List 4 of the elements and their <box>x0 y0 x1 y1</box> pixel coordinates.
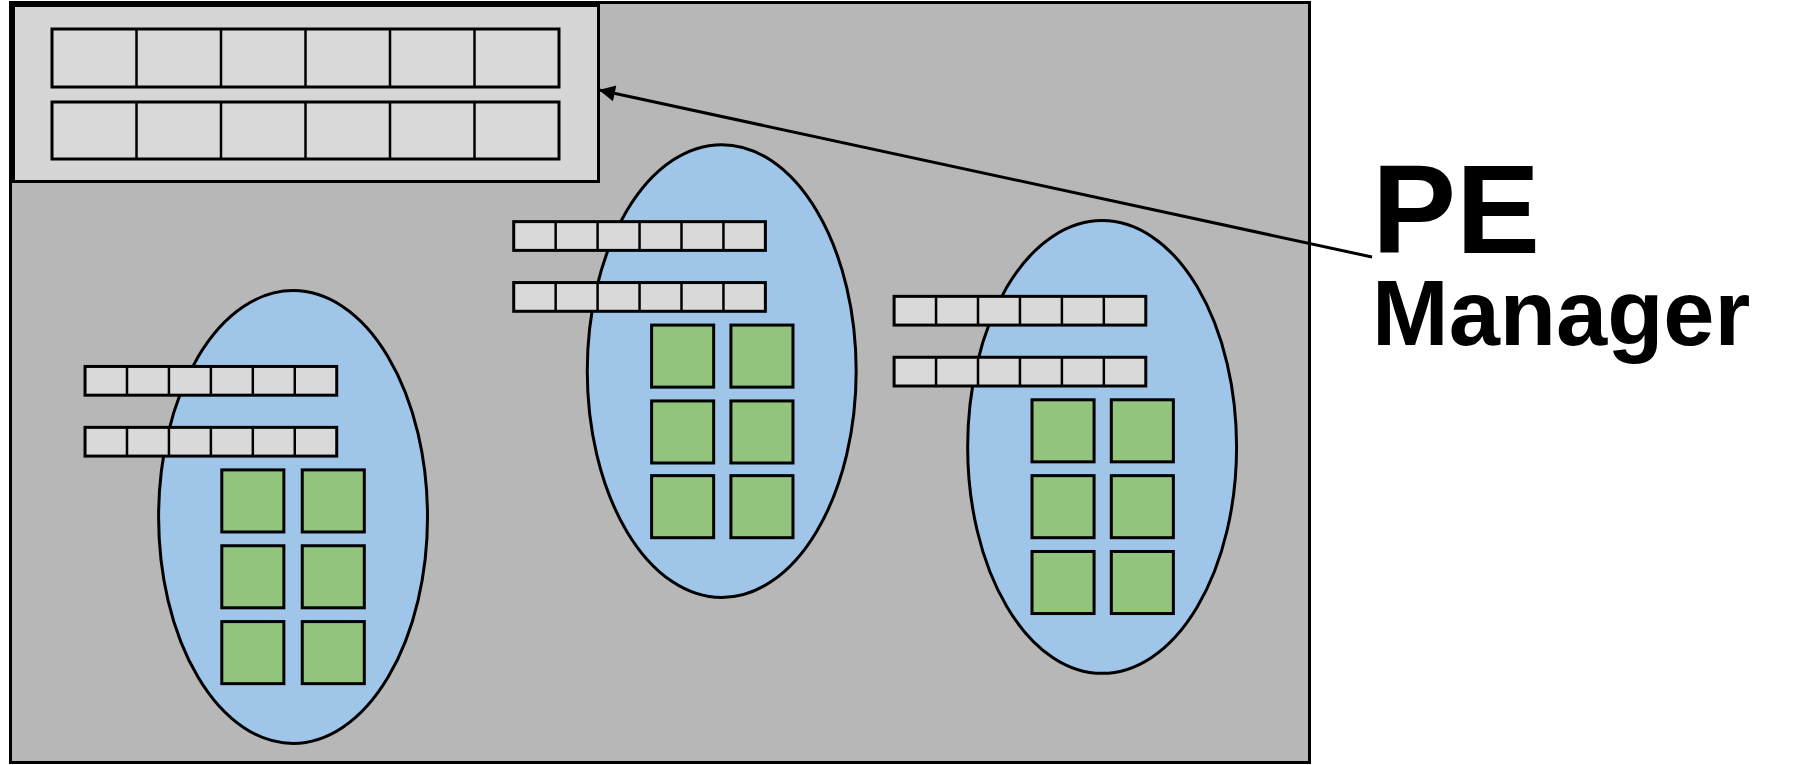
heading-text: PE <box>1372 155 1542 265</box>
manager-panel <box>12 4 600 183</box>
arrow <box>598 85 1373 259</box>
frame-background <box>9 1 1311 764</box>
